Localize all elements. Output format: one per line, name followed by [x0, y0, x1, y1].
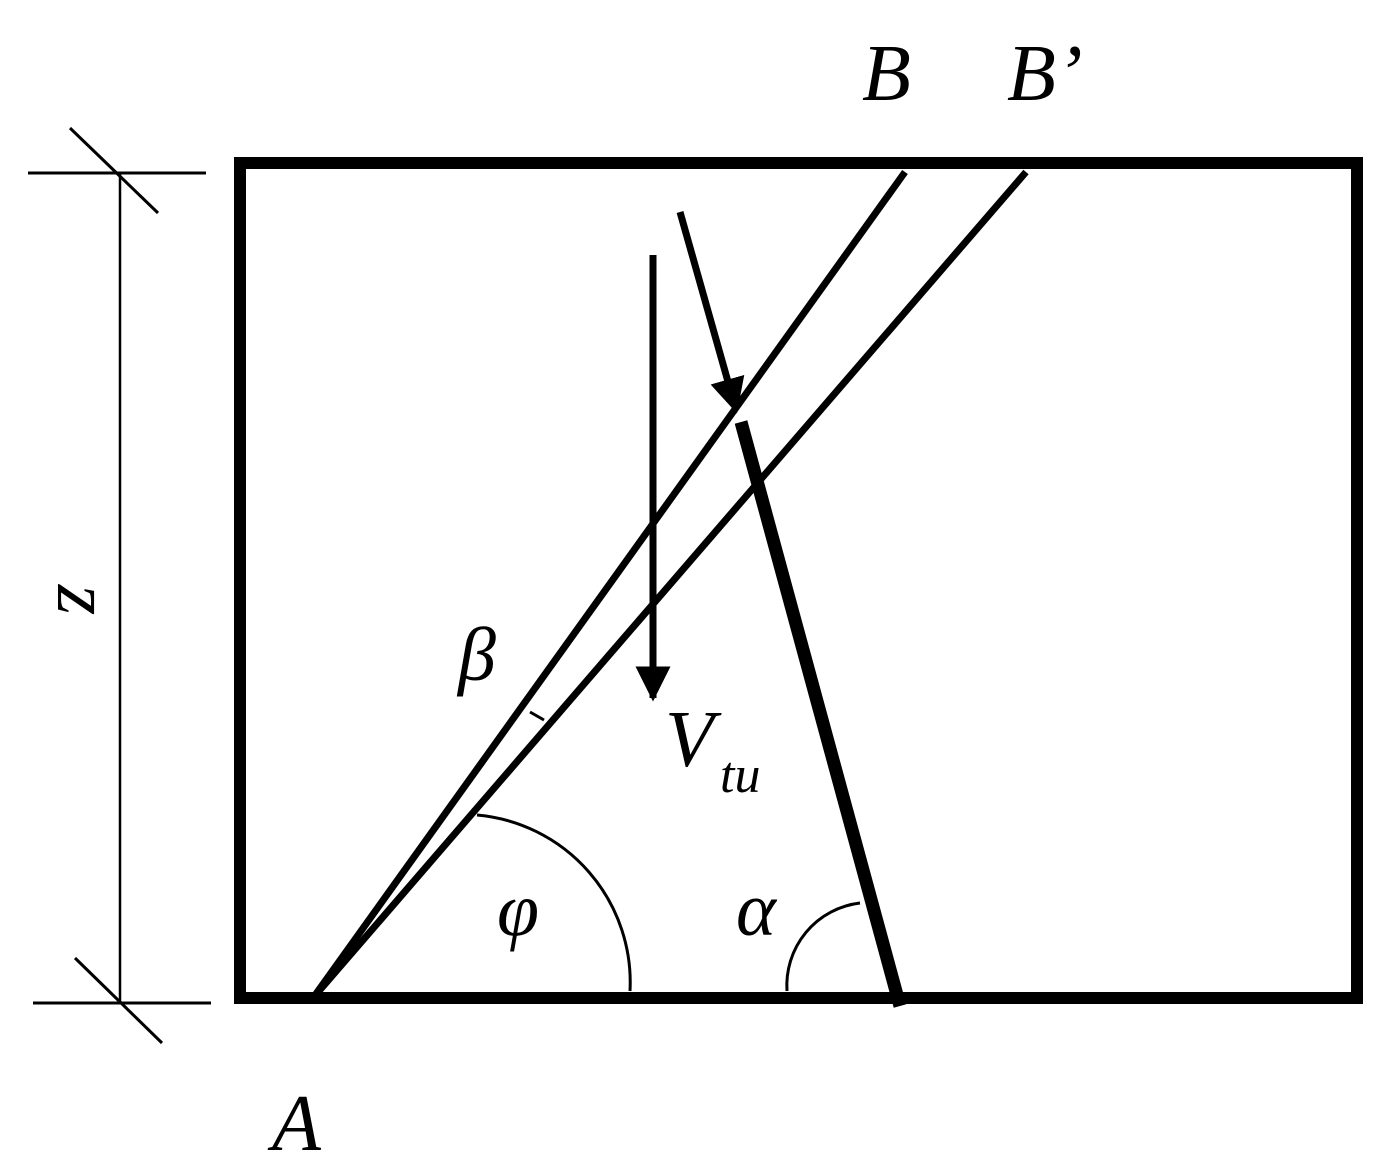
inclined-force-arrow [676, 211, 745, 414]
crack-line-ab-prime [310, 169, 1029, 1001]
beam-section-rectangle [234, 157, 1363, 1004]
dimension-z-label: z [41, 584, 128, 615]
angle-beta-label: β [456, 613, 496, 697]
strut-line [734, 420, 907, 1008]
dimension-tick-bottom [73, 956, 164, 1045]
angle-mark-beta [529, 710, 545, 722]
point-b-label: B [862, 30, 911, 118]
angle-arc-phi [476, 813, 632, 992]
angle-arc-alpha [785, 901, 861, 992]
angle-phi-label: φ [497, 868, 539, 952]
angle-alpha-label: α [736, 868, 778, 952]
force-label: V [665, 696, 722, 784]
force-subscript-label: tu [720, 747, 760, 804]
dimension-tick-top [68, 126, 160, 215]
dimension-z [28, 126, 211, 1045]
point-a-label: A [267, 1080, 322, 1168]
crack-line-ab [310, 169, 908, 1001]
point-b-prime-label: B’ [1007, 30, 1083, 118]
